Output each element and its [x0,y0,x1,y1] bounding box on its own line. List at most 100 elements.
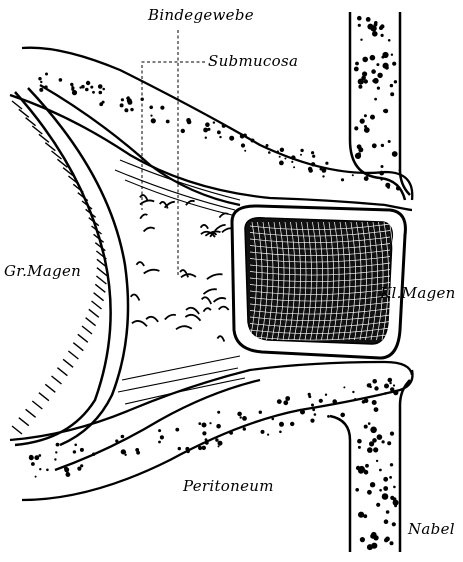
hatch-line [68,351,78,359]
tissue-fibre [219,213,228,217]
stipple-dot [364,425,368,429]
stipple-dot [80,464,83,467]
stipple-dot [222,124,226,128]
stipple-dot [124,454,126,456]
tissue-fibre [137,262,145,266]
stipple-dot [372,31,378,37]
stipple-dot [72,88,74,90]
tissue-fibre [140,195,148,201]
stipple-dot [393,497,397,501]
stipple-dot [367,447,373,453]
stipple-dot [374,23,378,27]
stipple-dot [327,415,330,418]
stipple-dot [390,463,393,466]
stipple-dot [372,400,377,405]
stipple-dot [374,386,378,390]
stipple-dot [362,57,368,63]
stipple-dot [102,101,105,104]
stipple-dot [340,413,345,418]
stipple-dot [160,435,164,439]
stipple-dot [216,424,221,429]
stipple-dot [203,128,208,133]
hatch-line [96,276,106,284]
hatch-line [45,384,55,392]
stipple-dot [358,446,361,449]
stipple-dot [229,136,234,141]
stipple-dot [370,427,377,434]
stipple-dot [370,534,375,539]
stipple-dot [127,100,132,105]
stipple-dot [311,162,315,166]
stipple-dot [343,386,345,388]
stipple-dot [186,449,190,453]
stipple-dot [198,422,201,425]
stipple-dot [390,92,394,96]
label-kl-magen: Kl.Magen [380,284,456,302]
stipple-dot [370,482,375,487]
hatch-line [12,101,22,109]
stipple-dot [286,156,288,158]
tissue-fibre [165,315,176,320]
stipple-dot [371,69,376,74]
stipple-dot [354,126,358,130]
stipple-dot [121,435,125,439]
stipple-dot [121,98,124,101]
stipple-dot [386,510,390,514]
hatch-line [73,343,83,351]
tissue-fibre [160,202,168,209]
stipple-dot [372,438,377,443]
tissue-fibre [207,274,223,279]
stipple-dot [379,26,383,30]
stipple-dot [213,121,215,123]
stipple-dot [358,147,363,152]
tissue-fibre [185,315,200,321]
stipple-dot [367,383,371,387]
stipple-dot [360,119,365,124]
label-bindegewebe: Bindegewebe [148,6,254,24]
label-peritoneum: Peritoneum [183,477,274,495]
hatch-line [52,376,62,384]
tissue-fibre [204,308,211,311]
stipple-dot [368,422,371,425]
stipple-dot [360,537,365,542]
stipple-dot [80,448,84,452]
hatch-line [26,118,36,126]
stipple-dot [266,144,269,147]
stipple-dot [244,150,246,152]
stipple-dot [202,423,207,428]
stipple-dot [374,98,377,101]
hatch-line [32,401,42,409]
stipple-dot [388,39,391,42]
stipple-dot [39,88,43,92]
stipple-dot [158,429,161,432]
stipple-dot [290,422,294,426]
stipple-dot [366,174,369,177]
upper-band [10,48,412,210]
label-submucosa: Submucosa [208,52,298,70]
stipple-dot [45,73,48,76]
hatch-line [63,359,73,367]
stipple-dot [309,168,313,172]
tissue-fibre [214,298,226,302]
stipple-dot [308,395,311,398]
stipple-dot [354,67,359,72]
stipple-dot [382,493,389,500]
stipple-dot [209,422,211,424]
stipple-dot [229,431,233,435]
stipple-dot [218,445,220,447]
stipple-dot [312,155,315,158]
tissue-fibre [201,225,209,229]
stipple-dot [268,151,271,154]
stipple-dot [370,115,375,120]
stipple-dot [259,411,262,414]
stipple-dot [374,407,379,412]
stipple-dot [277,150,279,152]
stipple-dot [126,97,128,99]
stipple-dot [242,416,247,421]
stipple-dot [217,131,221,135]
tissue-fibre [131,295,140,301]
stipple-dot [46,469,49,472]
stipple-dot [240,416,242,418]
hatch-line [57,368,67,376]
hatch-line [86,318,96,326]
